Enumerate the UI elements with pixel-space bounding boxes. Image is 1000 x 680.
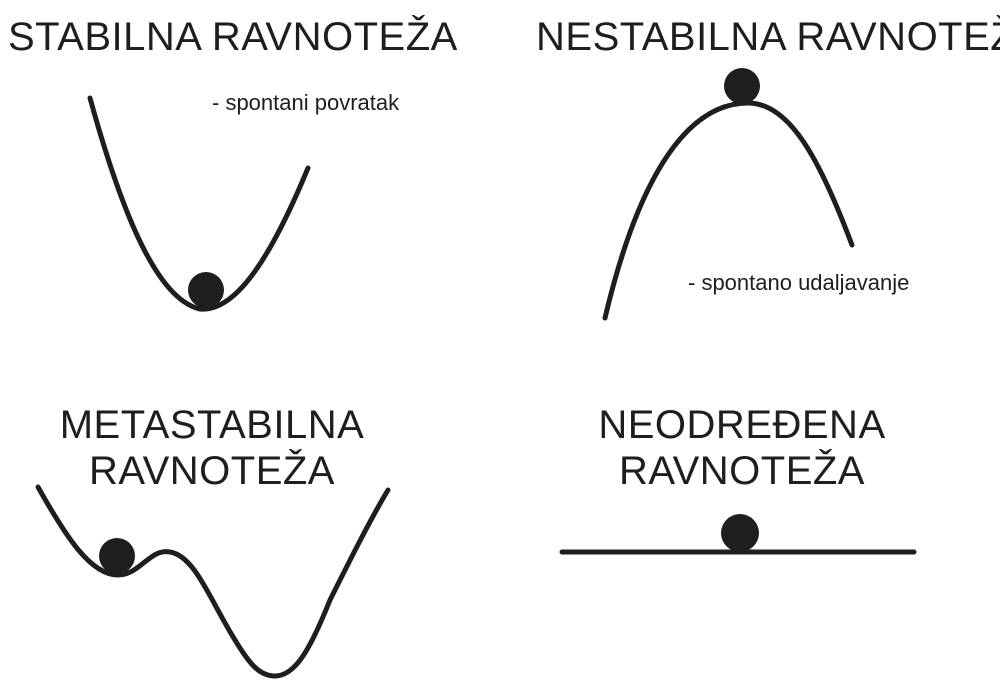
- unstable-ball: [724, 68, 760, 104]
- stable-equilibrium-figure: [87, 95, 311, 312]
- metastable-equilibrium-title-line2: RAVNOTEŽA: [88, 449, 335, 493]
- unstable-equilibrium-title: NESTABILNA RAVNOTEŽA: [536, 15, 1000, 59]
- metastable-equilibrium-figure: [35, 484, 391, 679]
- metastable-double-well-curve: [35, 484, 391, 679]
- metastable-equilibrium-title-line1: METASTABILNA: [59, 403, 365, 447]
- neutral-equilibrium-title-line1: NEODREĐENA: [598, 403, 886, 447]
- stable-equilibrium-note: - spontani povratak: [212, 90, 400, 115]
- neutral-ball: [721, 514, 759, 552]
- metastable-ball: [99, 538, 135, 574]
- stable-equilibrium-title: STABILNA RAVNOTEŽA: [8, 15, 458, 59]
- neutral-equilibrium-title-line2: RAVNOTEŽA: [618, 449, 865, 493]
- stable-valley-curve: [87, 95, 311, 312]
- stable-ball: [188, 272, 224, 308]
- neutral-equilibrium-figure: [559, 514, 917, 555]
- unstable-equilibrium-note: - spontano udaljavanje: [688, 270, 910, 295]
